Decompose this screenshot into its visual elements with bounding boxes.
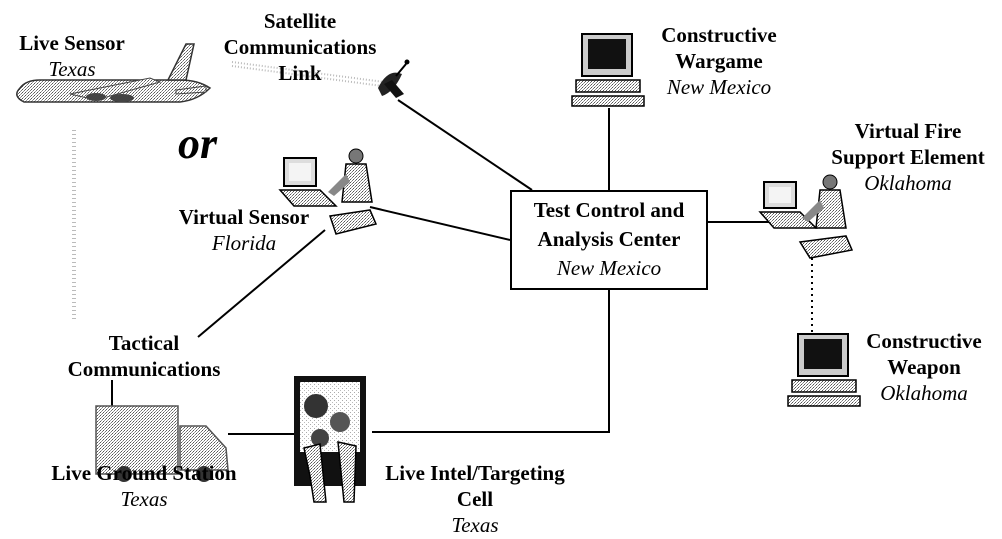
intel-team-icon [294, 376, 366, 503]
link-tactical-virtual-sensor [197, 229, 326, 338]
computer-icon [571, 33, 645, 107]
fire-support-title-2: Support Element [831, 145, 985, 169]
live-sensor-location: Texas [48, 57, 96, 81]
test-control-center-box: Test Control and Analysis Center New Mex… [510, 190, 708, 290]
satcom-label: Satellite Communications Link [214, 8, 386, 86]
live-sensor-title: Live Sensor [19, 31, 125, 55]
link-virtual-sensor-center [369, 206, 511, 241]
center-title-1: Test Control and [533, 198, 685, 222]
fire-support-title-1: Virtual Fire [854, 119, 962, 143]
fire-support-label: Virtual Fire Support Element Oklahoma [818, 118, 998, 196]
ground-station-location: Texas [120, 487, 168, 511]
satcom-title-2: Communications [223, 35, 377, 59]
ground-station-label: Live Ground Station Texas [44, 460, 244, 512]
operator-icon [278, 148, 378, 235]
tactical-comms-label: Tactical Communications [58, 330, 230, 382]
wargame-location: New Mexico [666, 75, 772, 99]
operator-icon [758, 174, 854, 259]
weapon-title-1: Constructive [866, 329, 982, 353]
wargame-title-2: Wargame [675, 49, 763, 73]
live-sensor-label: Live Sensor Texas [4, 30, 140, 82]
intel-cell-title-2: Cell [456, 487, 494, 511]
weapon-label: Constructive Weapon Oklahoma [850, 328, 998, 406]
wargame-label: Constructive Wargame New Mexico [644, 22, 794, 100]
airplane-icon [16, 43, 212, 103]
intel-cell-title-1: Live Intel/Targeting [385, 461, 565, 485]
virtual-sensor-title: Virtual Sensor [178, 205, 310, 229]
fire-support-location: Oklahoma [864, 171, 952, 195]
virtual-sensor-location: Florida [211, 231, 277, 255]
satcom-title-1: Satellite [263, 9, 337, 33]
truck-icon [95, 380, 229, 482]
wargame-title-1: Constructive [661, 23, 777, 47]
ground-station-title: Live Ground Station [51, 461, 237, 485]
link-intel-center [372, 290, 610, 433]
satellite-dish-icon [378, 59, 410, 98]
center-location: New Mexico [556, 256, 662, 280]
or-text: or [178, 119, 218, 168]
satcom-faint-beam [231, 61, 385, 87]
satcom-title-3: Link [278, 61, 322, 85]
intel-cell-label: Live Intel/Targeting Cell Texas [380, 460, 570, 538]
link-satcom-center [397, 99, 533, 191]
virtual-sensor-label: Virtual Sensor Florida [160, 204, 328, 256]
computer-icon [787, 333, 861, 407]
weapon-location: Oklahoma [880, 381, 968, 405]
tactical-comms-title-1: Tactical [108, 331, 180, 355]
tactical-comms-title-2: Communications [67, 357, 221, 381]
center-title-2: Analysis Center [537, 227, 681, 251]
intel-cell-location: Texas [451, 513, 499, 537]
weapon-title-2: Weapon [887, 355, 961, 379]
